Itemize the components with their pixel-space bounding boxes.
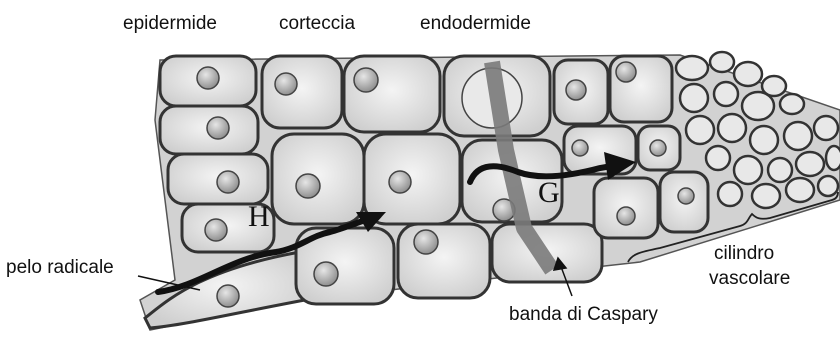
label-cortex: corteccia (279, 13, 355, 35)
pathway-letter-h: H (248, 200, 270, 234)
label-vascular-cylinder-line2: vascolare (709, 268, 790, 290)
label-epidermis: epidermide (123, 13, 217, 35)
label-endodermis: endodermide (420, 13, 531, 35)
label-casparian-strip: banda di Caspary (509, 304, 658, 326)
label-root-hair: pelo radicale (6, 257, 114, 279)
pathway-letter-g: G (538, 176, 560, 210)
label-vascular-cylinder-line1: cilindro (714, 243, 774, 265)
